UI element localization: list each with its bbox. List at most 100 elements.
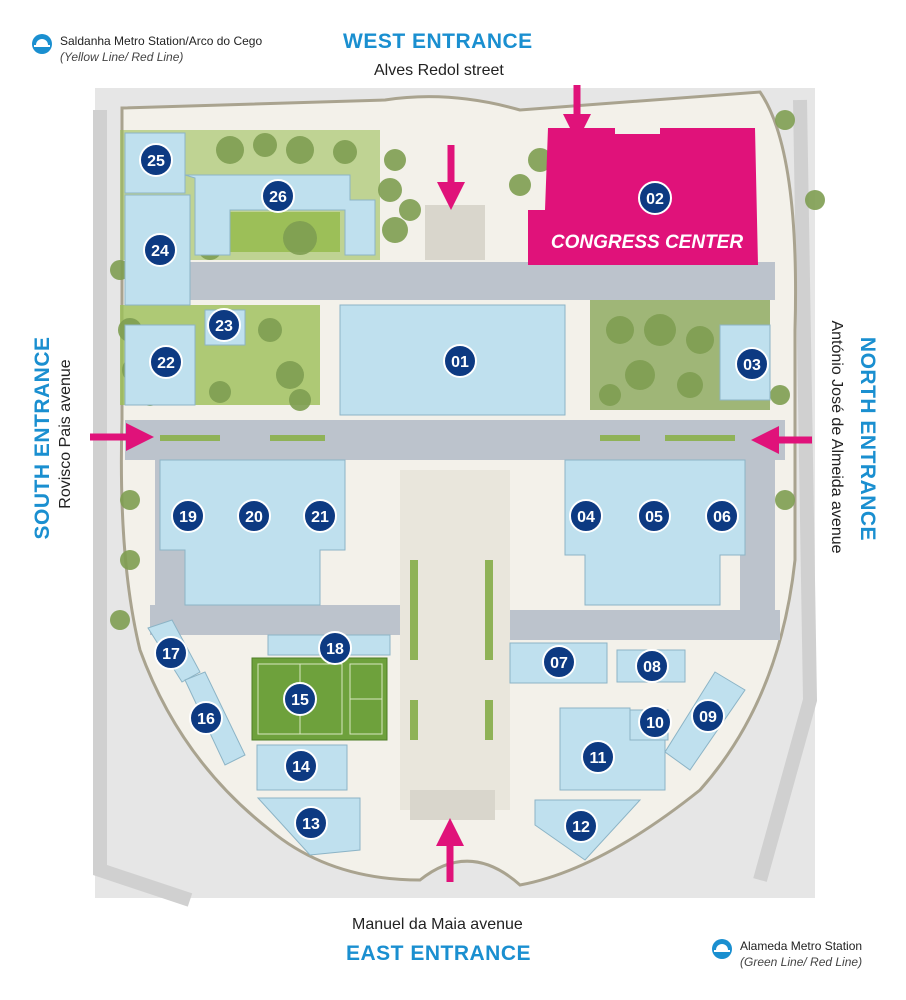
building-number: 20 [245,509,263,526]
road-right-vertical [740,450,775,620]
building-number: 19 [179,509,197,526]
building-number: 13 [302,816,320,833]
building-marker-circle [443,344,477,378]
building-marker-12[interactable]: 12 [564,809,598,843]
building-marker-circle [638,705,672,739]
east-entrance-street: Manuel da Maia avenue [352,916,523,933]
congress-center-label: CONGRESS CENTER [551,232,743,253]
building-marker-24[interactable]: 24 [143,233,177,267]
building-number: 09 [699,709,717,726]
building-marker-18[interactable]: 18 [318,631,352,665]
building-marker-05[interactable]: 05 [637,499,671,533]
building-number: 16 [197,711,215,728]
building-number: 10 [646,715,664,732]
building-marker-circle [139,143,173,177]
building-marker-08[interactable]: 08 [635,649,669,683]
building-marker-22[interactable]: 22 [149,345,183,379]
building-number: 14 [292,759,310,776]
building-marker-11[interactable]: 11 [581,740,615,774]
east-entrance-title: EAST ENTRANCE [346,942,532,965]
building-marker-04[interactable]: 04 [569,499,603,533]
building-marker-circle [581,740,615,774]
outer-road-north [753,99,818,882]
metro-saldanha: Saldanha Metro Station/Arco do Cego (Yel… [32,33,262,65]
building-number: 03 [743,357,761,374]
building-number: 24 [151,243,169,260]
building-marker-circle [294,806,328,840]
road-lower-left [150,605,400,635]
metro-alameda: Alameda Metro Station (Green Line/ Red L… [712,938,862,970]
building-marker-circle [237,499,271,533]
building-marker-circle [318,631,352,665]
building-marker-07[interactable]: 07 [542,645,576,679]
building-marker-circle [303,499,337,533]
west-entrance-street: Alves Redol street [374,62,504,79]
building-number: 22 [157,355,175,372]
building-marker-17[interactable]: 17 [154,636,188,670]
building-marker-25[interactable]: 25 [139,143,173,177]
building-number: 06 [713,509,731,526]
building-number: 04 [577,509,595,526]
building-marker-15[interactable]: 15 [283,682,317,716]
west-entrance-title: WEST ENTRANCE [343,30,533,53]
tree-clusters [110,110,825,630]
metro-icon [712,939,732,959]
building-marker-circle [542,645,576,679]
building-marker-circle [154,636,188,670]
building-number: 21 [311,509,329,526]
building-marker-01[interactable]: 01 [443,344,477,378]
metro-alameda-lines: (Green Line/ Red Line) [740,955,863,969]
road-upper [185,262,775,300]
building-marker-circle [564,809,598,843]
building-marker-03[interactable]: 03 [735,347,769,381]
building-marker-20[interactable]: 20 [237,499,271,533]
building-marker-06[interactable]: 06 [705,499,739,533]
building-marker-02[interactable]: 02 [638,181,672,215]
building-number: 01 [451,354,469,371]
building-number: 05 [645,509,663,526]
building-markers: 02 01 03 04 05 06 07 08 09 10 11 12 13 14 15 16 17 18 19 20… [139,143,769,843]
building-marker-circle [149,345,183,379]
metro-icon [32,34,52,54]
building-marker-14[interactable]: 14 [284,749,318,783]
building-marker-circle [638,181,672,215]
metro-saldanha-name: Saldanha Metro Station/Arco do Cego [60,34,263,48]
building-marker-10[interactable]: 10 [638,705,672,739]
building-marker-circle [569,499,603,533]
building-number: 23 [215,318,233,335]
building-number: 12 [572,819,590,836]
building-marker-circle [189,701,223,735]
building-marker-circle [735,347,769,381]
building-number: 07 [550,655,568,672]
building-marker-circle [635,649,669,683]
building-marker-09[interactable]: 09 [691,699,725,733]
metro-alameda-name: Alameda Metro Station [740,939,863,953]
building-marker-16[interactable]: 16 [189,701,223,735]
plaza-hedges [160,435,735,740]
building-number: 11 [590,750,607,767]
building-marker-circle [143,233,177,267]
building-marker-circle [261,179,295,213]
road-lower-right [510,610,780,640]
building-number: 26 [269,189,287,206]
building-marker-circle [284,749,318,783]
building-number: 25 [147,153,165,170]
building-marker-26[interactable]: 26 [261,179,295,213]
building-marker-19[interactable]: 19 [171,499,205,533]
building-marker-circle [171,499,205,533]
building-number: 02 [646,191,664,208]
building-marker-circle [691,699,725,733]
building-number: 15 [291,692,309,709]
building-marker-13[interactable]: 13 [294,806,328,840]
building-marker-21[interactable]: 21 [303,499,337,533]
building-marker-circle [705,499,739,533]
metro-saldanha-lines: (Yellow Line/ Red Line) [60,50,184,64]
building-number: 18 [326,641,344,658]
outer-road-south [93,110,193,907]
building-marker-circle [207,308,241,342]
building-marker-circle [637,499,671,533]
building-marker-23[interactable]: 23 [207,308,241,342]
stairs [410,205,495,820]
entrance-arrows [90,85,812,882]
